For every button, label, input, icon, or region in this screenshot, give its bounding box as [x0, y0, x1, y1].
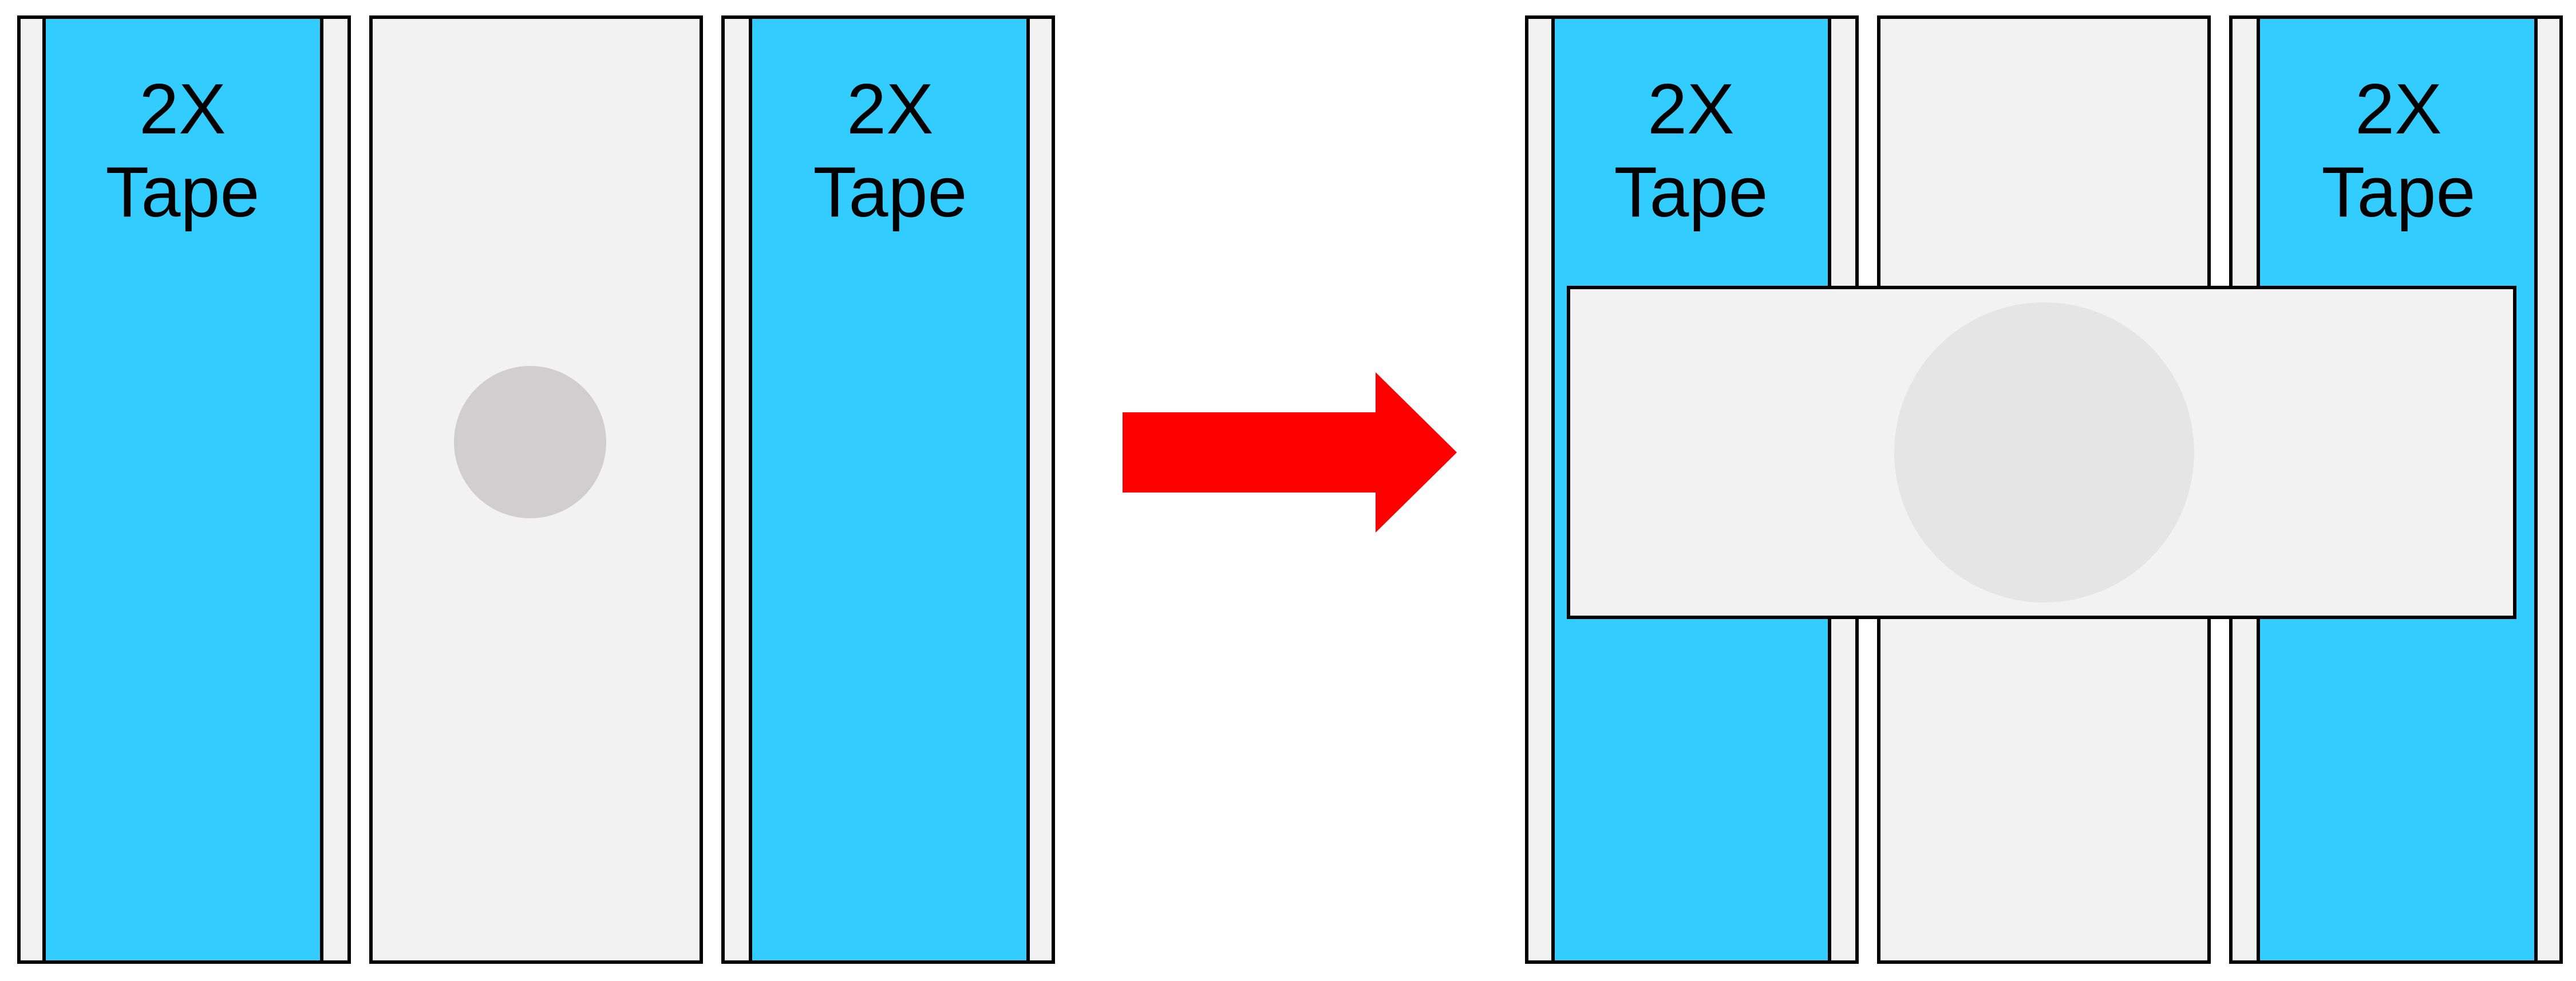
after-sample-circle: [1894, 302, 2194, 602]
after-right-tape-label-line1: 2X: [2355, 70, 2442, 149]
before-right-tape: [749, 15, 1030, 964]
coverslip: [1567, 286, 2516, 619]
before-right-tape-label-line2: Tape: [813, 153, 967, 232]
right-arrow-icon: [1123, 372, 1457, 533]
before-left-tape-label-line2: Tape: [106, 153, 260, 232]
after-left-tape-label-line1: 2X: [1647, 70, 1735, 149]
before-left-taped-slide: 2X Tape: [17, 15, 351, 964]
before-panel: 2X Tape 2X Tape: [17, 15, 1055, 964]
after-left-tape-label-line2: Tape: [1614, 153, 1768, 232]
after-right-tape-label-line2: Tape: [2322, 153, 2476, 232]
before-sample-circle: [454, 366, 606, 518]
after-panel: 2X Tape 2X Tape: [1525, 15, 2563, 964]
before-left-tape: [42, 15, 323, 964]
before-right-taped-slide: 2X Tape: [721, 15, 1055, 964]
before-right-tape-label-line1: 2X: [847, 70, 934, 149]
before-center-sample-slide: [369, 15, 703, 964]
before-left-tape-label-line1: 2X: [139, 70, 226, 149]
